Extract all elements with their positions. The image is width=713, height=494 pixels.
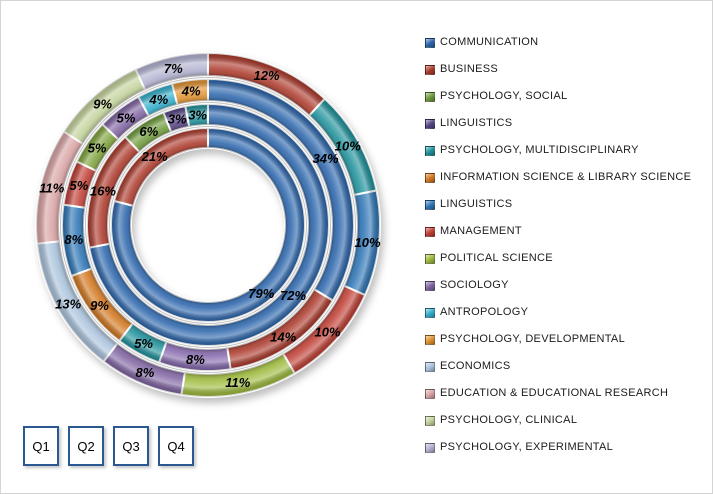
segment-label: 5% [88, 141, 107, 156]
legend-item: ECONOMICS [425, 361, 711, 372]
quarter-button-q3[interactable]: Q3 [113, 426, 149, 466]
segment-label: 13% [55, 296, 81, 311]
legend-label: MANAGEMENT [440, 225, 522, 237]
legend-label: COMMUNICATION [440, 36, 539, 48]
legend-label: PSYCHOLOGY, CLINICAL [440, 414, 578, 426]
segment-label: 12% [253, 68, 279, 83]
segment-label: 3% [188, 108, 207, 123]
legend-swatch-icon [425, 64, 435, 75]
legend-swatch-icon [425, 361, 435, 372]
segment-label: 16% [90, 183, 116, 198]
segment-label: 7% [164, 61, 183, 76]
legend-item: EDUCATION & EDUCATIONAL RESEARCH [425, 388, 711, 399]
legend-label: ANTROPOLOGY [440, 306, 529, 318]
donut-labels: 12% 10% 10% 10% 11% 8% 13% 11% 9% 7% 34% 14% 8% 5% 9% 8… [39, 61, 381, 390]
segment-label: 5% [134, 336, 153, 351]
legend-label: PSYCHOLOGY, MULTIDISCIPLINARY [440, 144, 639, 156]
legend: COMMUNICATION BUSINESS PSYCHOLOGY, SOCIAL L… [425, 37, 711, 469]
legend-label: POLITICAL SCIENCE [440, 252, 553, 264]
segment-label: 4% [181, 84, 201, 99]
legend-item: SOCIOLOGY [425, 280, 711, 291]
segment-label: 8% [186, 352, 205, 367]
segment-label: 10% [314, 325, 340, 340]
legend-swatch-icon [425, 37, 435, 48]
legend-item: LINGUISTICS [425, 199, 711, 210]
segment-label: 5% [70, 178, 89, 193]
legend-item: ANTROPOLOGY [425, 307, 711, 318]
segment-label: 8% [64, 232, 83, 247]
quarter-button-q2[interactable]: Q2 [68, 426, 104, 466]
legend-swatch-icon [425, 280, 435, 291]
legend-label: INFORMATION SCIENCE & LIBRARY SCIENCE [440, 171, 692, 183]
legend-label: EDUCATION & EDUCATIONAL RESEARCH [440, 387, 669, 399]
donut-rings [35, 51, 381, 398]
legend-swatch-icon [425, 334, 435, 345]
legend-item: BUSINESS [425, 64, 711, 75]
legend-swatch-icon [425, 172, 435, 183]
legend-swatch-icon [425, 388, 435, 399]
segment-label: 9% [90, 298, 109, 313]
legend-label: PSYCHOLOGY, EXPERIMENTAL [440, 441, 614, 453]
segment-label: 8% [136, 365, 155, 380]
segment-label: 3% [168, 111, 187, 126]
legend-swatch-icon [425, 307, 435, 318]
segment-label: 5% [117, 110, 136, 125]
legend-swatch-icon [425, 145, 435, 156]
segment-label: 34% [313, 151, 339, 166]
legend-swatch-icon [425, 415, 435, 426]
quarter-button-q4[interactable]: Q4 [158, 426, 194, 466]
segment-label: 72% [280, 288, 306, 303]
segment-label: 9% [93, 96, 112, 111]
legend-item: PSYCHOLOGY, SOCIAL [425, 91, 711, 102]
legend-label: PSYCHOLOGY, DEVELOPMENTAL [440, 333, 625, 345]
legend-item: INFORMATION SCIENCE & LIBRARY SCIENCE [425, 172, 711, 183]
segment-label: 79% [248, 286, 274, 301]
legend-swatch-icon [425, 118, 435, 129]
legend-item: MANAGEMENT [425, 226, 711, 237]
legend-swatch-icon [425, 442, 435, 453]
legend-swatch-icon [425, 91, 435, 102]
quarter-button-q1[interactable]: Q1 [23, 426, 59, 466]
legend-label: ECONOMICS [440, 360, 511, 372]
segment-label: 4% [148, 92, 168, 107]
legend-label: BUSINESS [440, 63, 499, 75]
segment-label: 10% [354, 235, 380, 250]
legend-swatch-icon [425, 253, 435, 264]
segment-label: 11% [39, 180, 64, 195]
segment-label: 10% [335, 139, 361, 154]
legend-item: PSYCHOLOGY, EXPERIMENTAL [425, 442, 711, 453]
legend-item: PSYCHOLOGY, MULTIDISCIPLINARY [425, 145, 711, 156]
legend-label: LINGUISTICS [440, 198, 513, 210]
legend-item: PSYCHOLOGY, DEVELOPMENTAL [425, 334, 711, 345]
legend-swatch-icon [425, 226, 435, 237]
segment-label: 11% [225, 375, 250, 390]
legend-label: PSYCHOLOGY, SOCIAL [440, 90, 568, 102]
legend-label: LINGUISTICS [440, 117, 513, 129]
segment-label: 6% [139, 124, 158, 139]
legend-item: LINGUISTICS [425, 118, 711, 129]
legend-item: POLITICAL SCIENCE [425, 253, 711, 264]
segment-label: 21% [141, 149, 168, 164]
legend-label: SOCIOLOGY [440, 279, 509, 291]
legend-swatch-icon [425, 199, 435, 210]
legend-item: PSYCHOLOGY, CLINICAL [425, 415, 711, 426]
segment-label: 14% [270, 330, 296, 345]
legend-item: COMMUNICATION [425, 37, 711, 48]
